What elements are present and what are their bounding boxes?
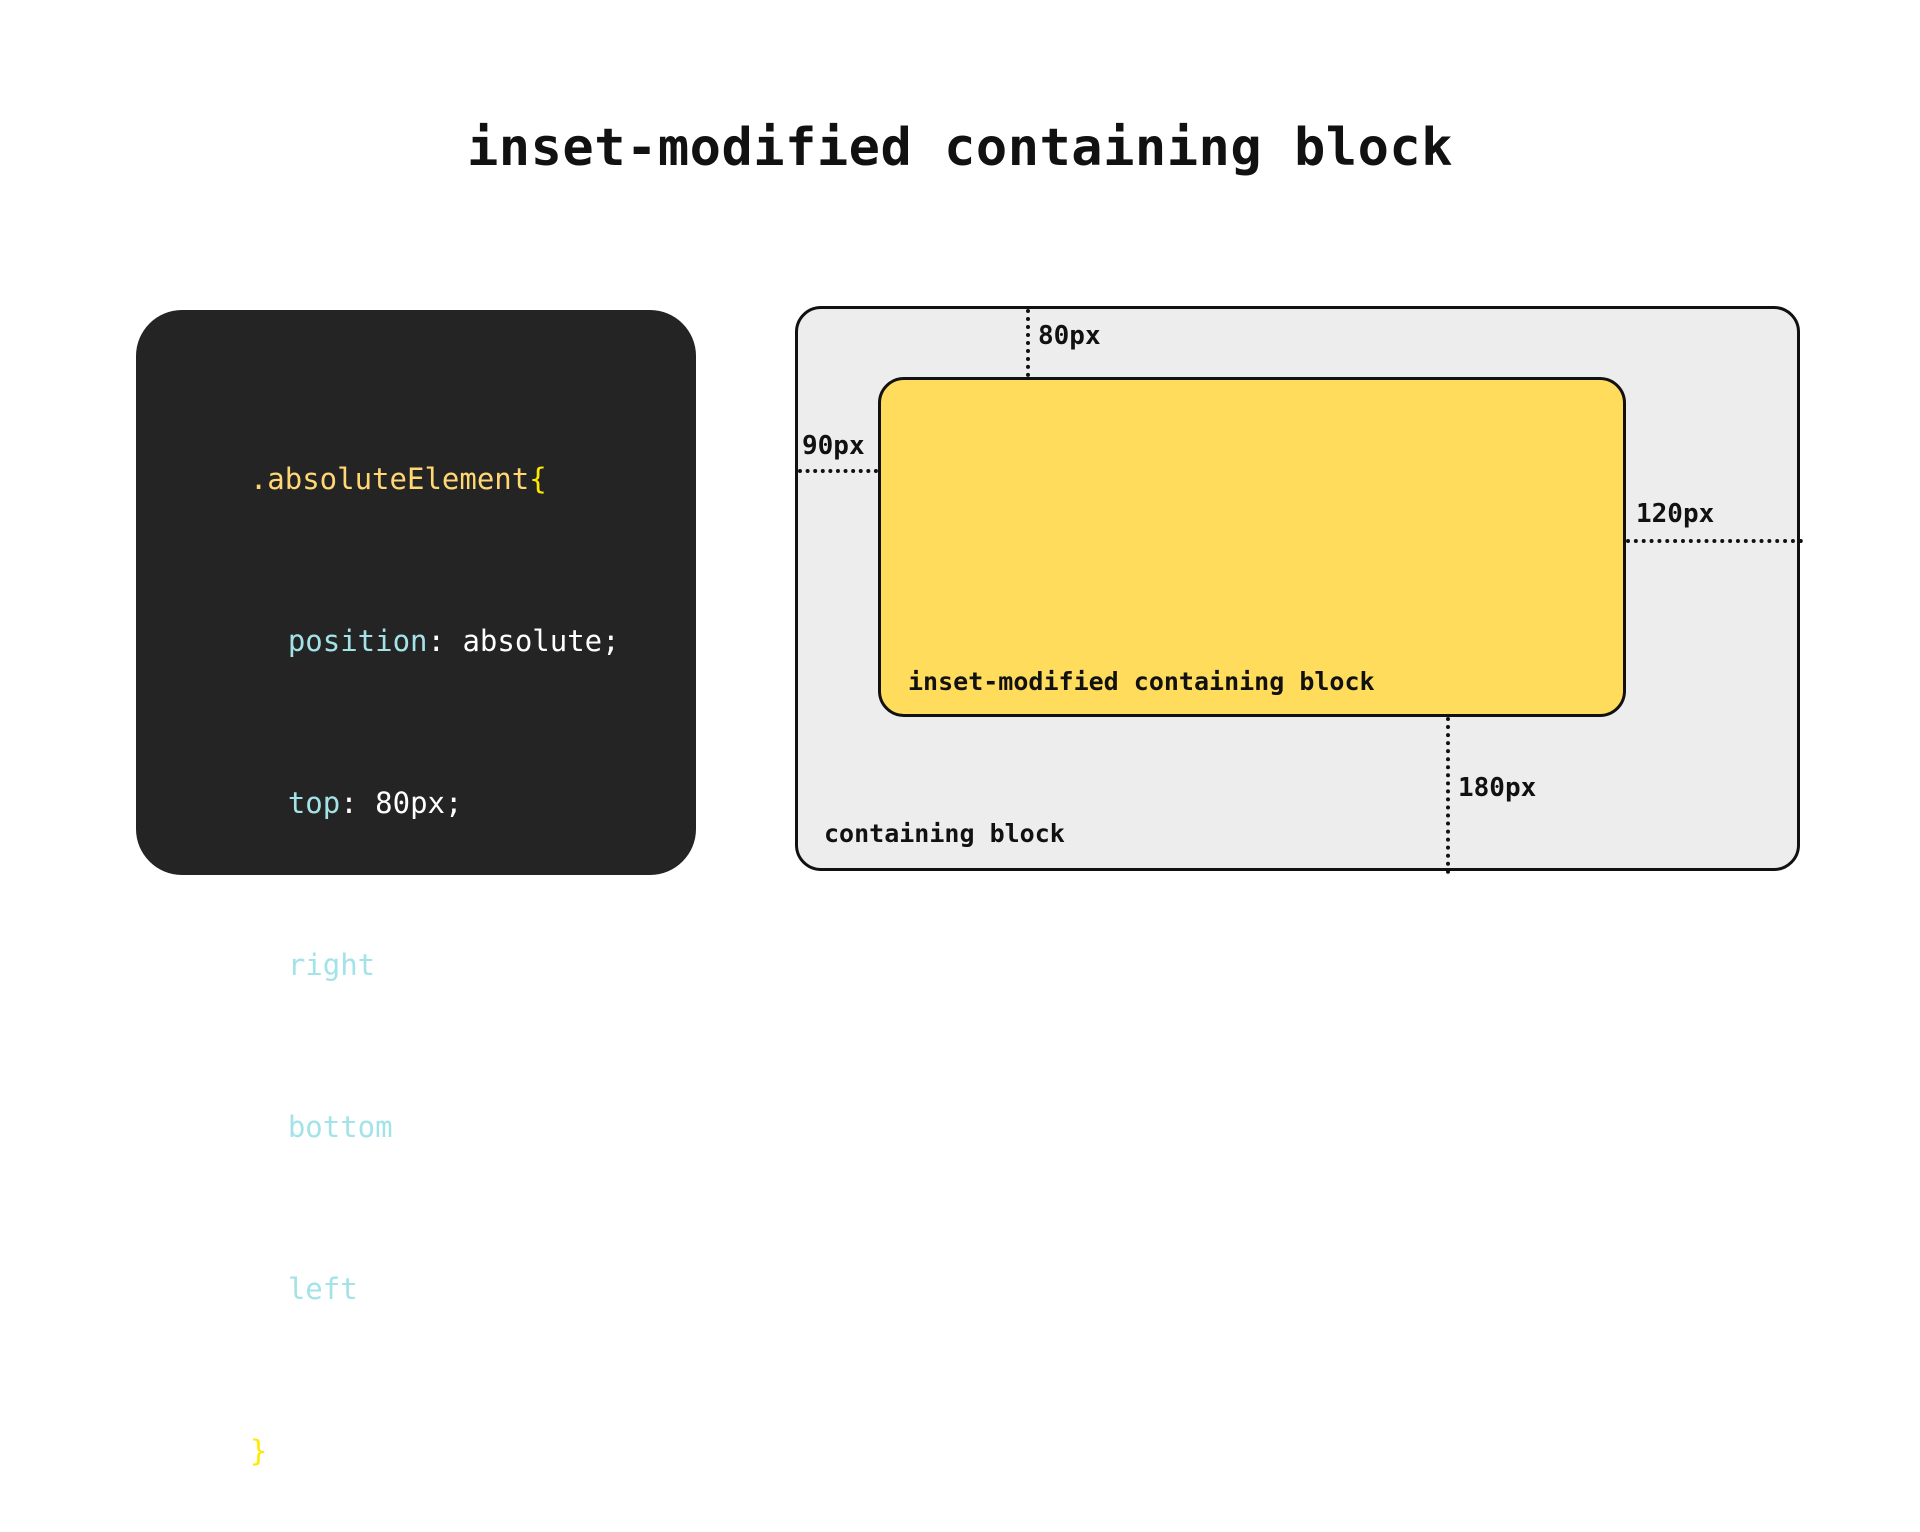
containing-block-diagram: inset-modified containing block 80px 90p… [795,306,1803,874]
guide-line-left [798,469,878,473]
css-value-bottom: 180px; [427,1110,533,1144]
code-line-right: right: 120px; [180,884,696,1046]
css-separator-position: : [427,624,463,658]
code-line-close-brace: } [180,1370,696,1532]
containing-block-label: containing block [824,819,1065,848]
measurement-label-top: 80px [1038,321,1101,351]
css-property-bottom: bottom [287,1110,393,1144]
code-line-selector: .absoluteElement{ [180,398,696,560]
css-close-brace-token: } [249,1434,268,1468]
css-separator-bottom: : [392,1110,428,1144]
css-separator-left: : [357,1272,393,1306]
inset-modified-containing-block-rect: inset-modified containing block [878,377,1626,717]
code-line-bottom: bottom: 180px; [180,1046,696,1208]
code-snippet-card: .absoluteElement{ position: absolute; to… [136,310,696,1468]
guide-line-top [1026,309,1030,377]
guide-line-right [1626,539,1803,543]
css-open-brace-token: { [529,462,547,496]
guide-line-bottom [1446,717,1450,874]
css-property-position: position [287,624,428,658]
code-line-top: top: 80px; [180,722,696,884]
inset-modified-containing-block-label: inset-modified containing block [908,667,1375,696]
measurement-label-left: 90px [802,431,865,461]
css-value-top: 80px; [375,786,463,820]
css-property-left: left [287,1272,358,1306]
containing-block-rect: inset-modified containing block 80px 90p… [795,306,1803,874]
css-value-position: absolute; [462,624,620,658]
css-value-left: 90px; [392,1272,480,1306]
css-separator-top: : [340,786,376,820]
css-property-right: right [287,948,376,982]
css-separator-right: : [375,948,411,982]
css-property-top: top [287,786,341,820]
code-line-left: left: 90px; [180,1208,696,1370]
measurement-label-right: 120px [1636,499,1715,529]
css-selector-token: .absoluteElement [249,462,530,496]
css-value-right: 120px; [410,948,515,982]
page-title: inset-modified containing block [466,118,1453,178]
measurement-label-bottom: 180px [1458,773,1537,803]
code-line-position: position: absolute; [180,560,696,722]
